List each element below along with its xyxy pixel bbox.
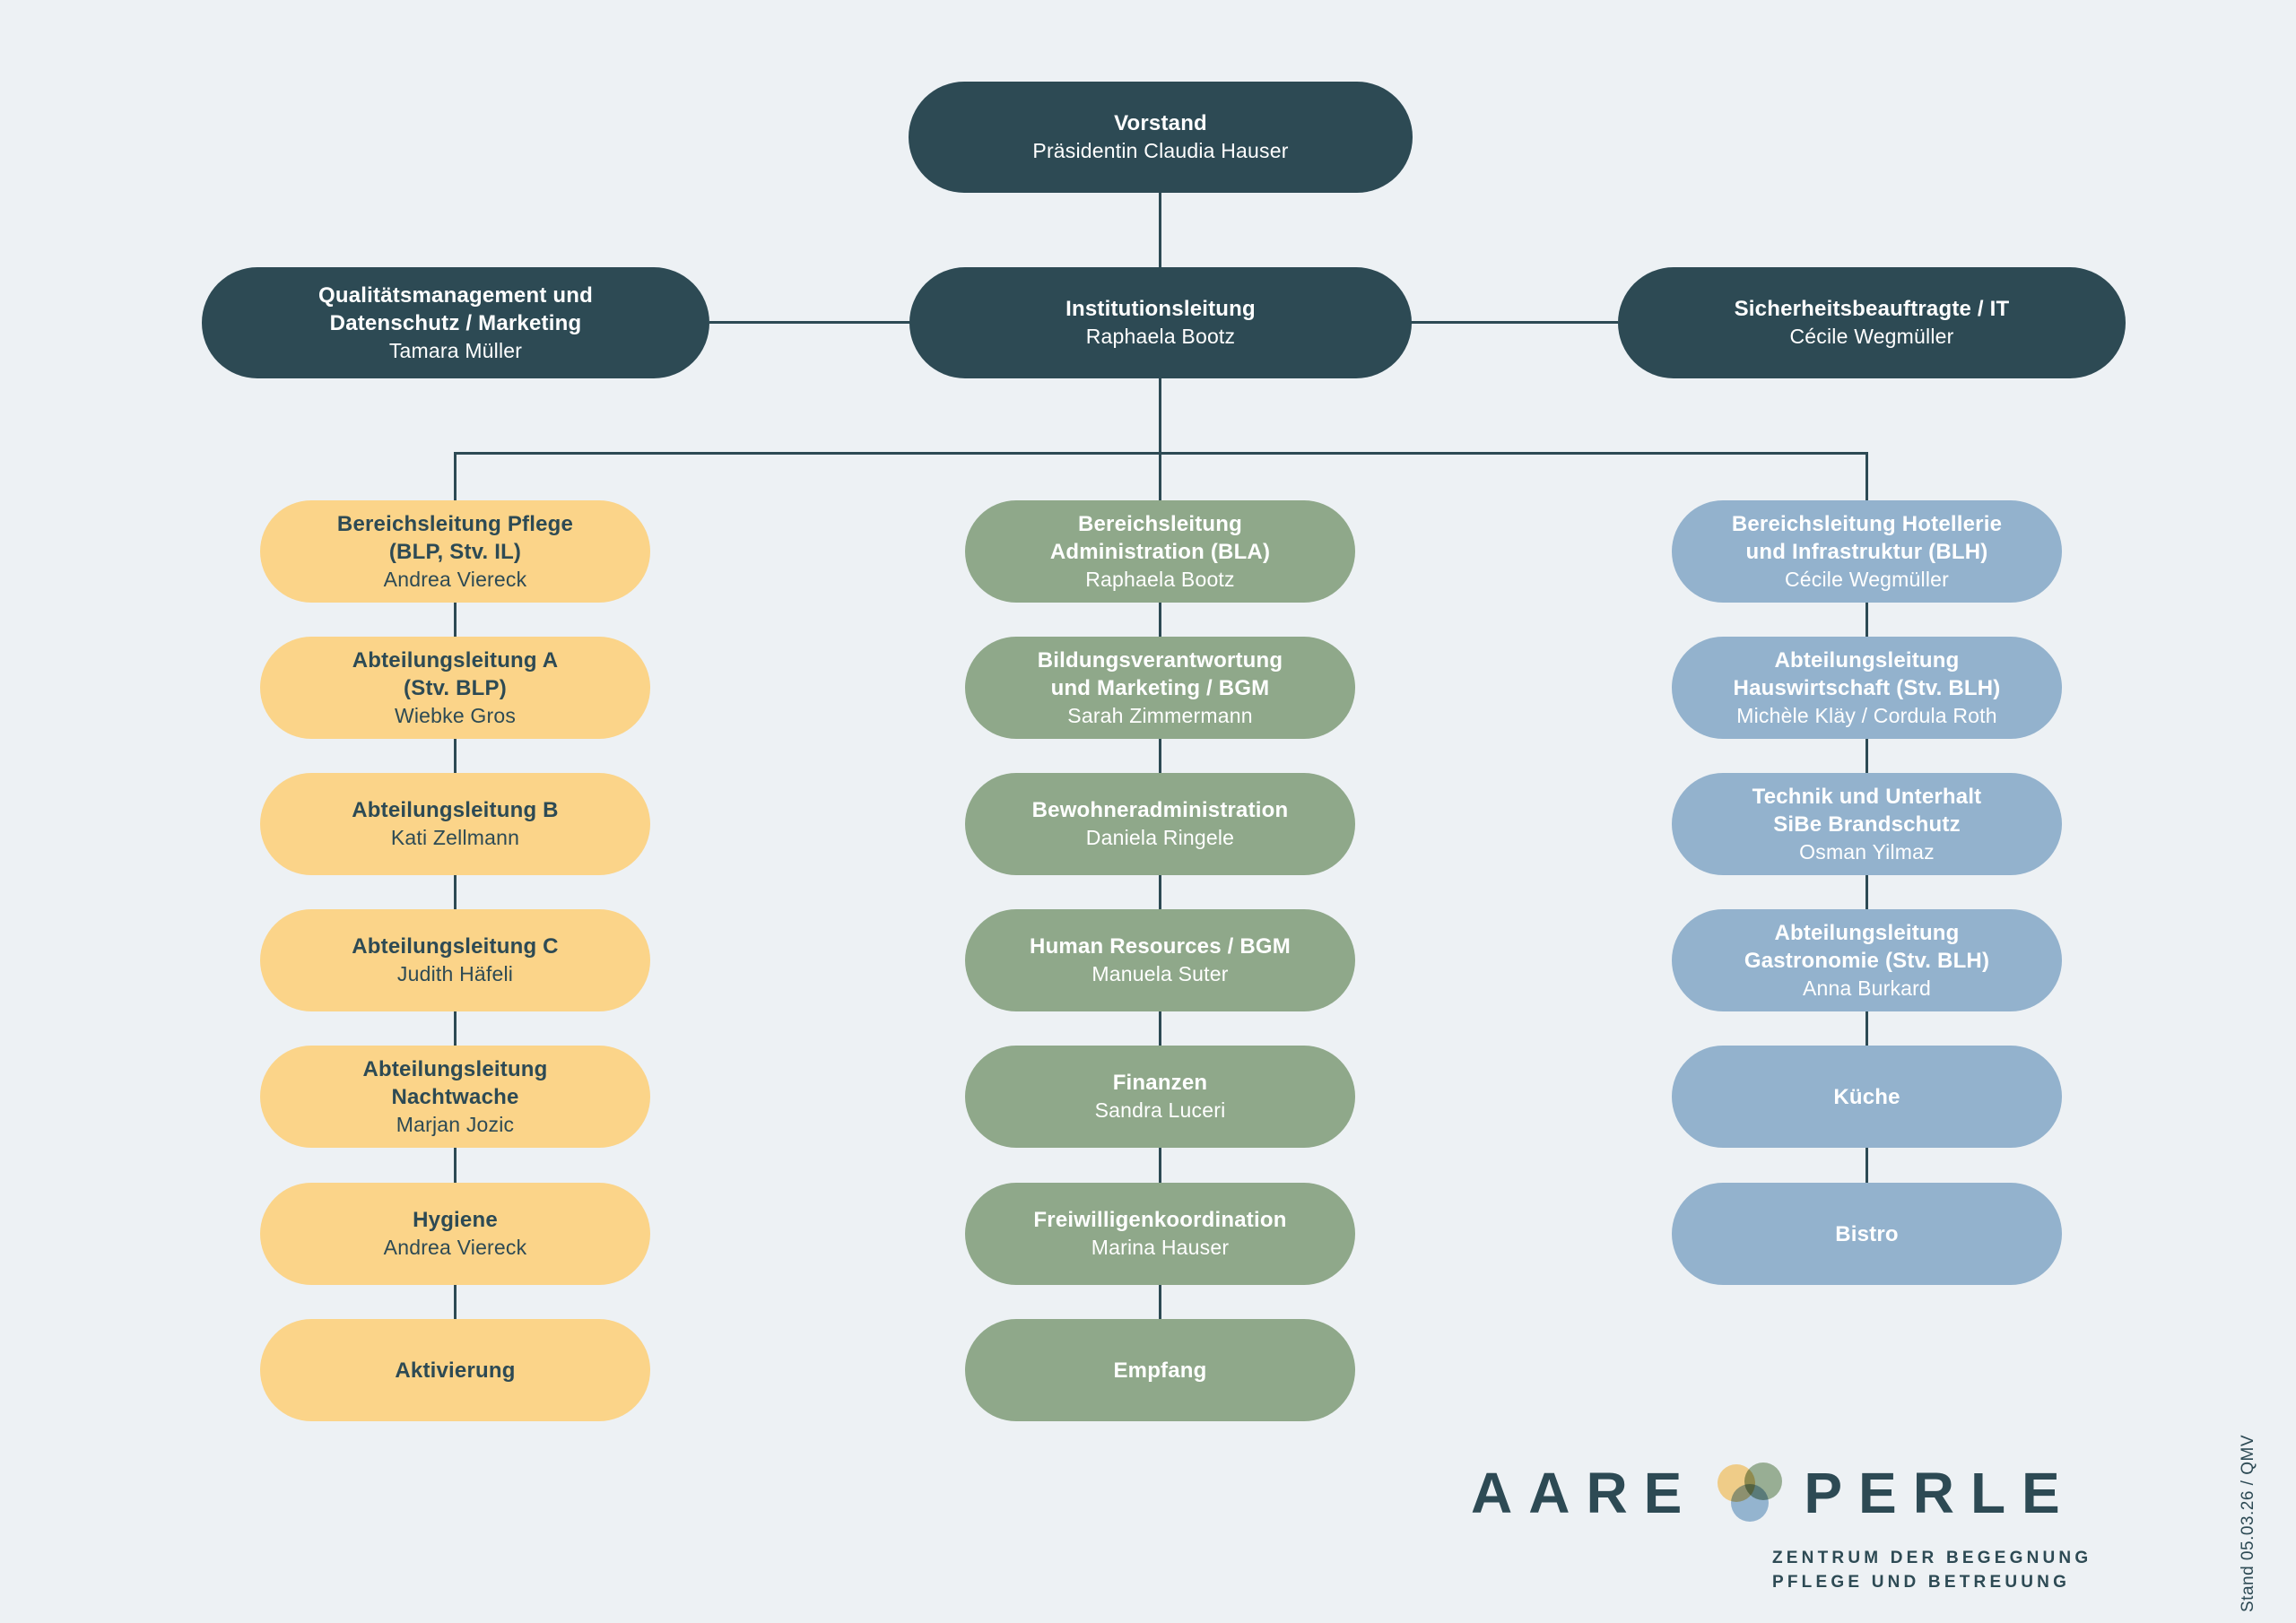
box-person: Cécile Wegmüller bbox=[1785, 567, 1949, 591]
box-title: Abteilungsleitung A (Stv. BLP) bbox=[352, 647, 559, 700]
box-technik-unterhalt: Technik und Unterhalt SiBe Brandschutz O… bbox=[1672, 773, 2062, 875]
box-abteilungsleitung-b: Abteilungsleitung B Kati Zellmann bbox=[260, 773, 650, 875]
connector-vorstand-il bbox=[1159, 193, 1161, 267]
logo-tagline: ZENTRUM DER BEGEGNUNG PFLEGE UND BETREUU… bbox=[1772, 1549, 2092, 1592]
box-sicherheitsbeauftragte: Sicherheitsbeauftragte / IT Cécile Wegmü… bbox=[1618, 267, 2126, 378]
box-title: Vorstand bbox=[1114, 111, 1207, 135]
box-person: Cécile Wegmüller bbox=[1789, 325, 1954, 348]
box-person: Manuela Suter bbox=[1091, 962, 1229, 985]
box-title: Abteilungsleitung C bbox=[352, 934, 559, 959]
box-qualitaetsmanagement: Qualitätsmanagement und Datenschutz / Ma… bbox=[202, 267, 709, 378]
box-title: Bewohneradministration bbox=[1031, 798, 1289, 822]
box-empfang: Empfang bbox=[965, 1319, 1355, 1421]
box-title: Sicherheitsbeauftragte / IT bbox=[1734, 297, 2010, 321]
box-title: Abteilungsleitung B bbox=[352, 798, 559, 822]
box-finanzen: Finanzen Sandra Luceri bbox=[965, 1046, 1355, 1148]
box-abteilungsleitung-a: Abteilungsleitung A (Stv. BLP) Wiebke Gr… bbox=[260, 637, 650, 739]
box-person: Andrea Viereck bbox=[383, 567, 527, 591]
box-kueche: Küche bbox=[1672, 1046, 2062, 1148]
box-person: Michèle Kläy / Cordula Roth bbox=[1736, 703, 1997, 727]
box-title: Finanzen bbox=[1112, 1071, 1208, 1095]
box-person: Daniela Ringele bbox=[1085, 826, 1235, 849]
box-abteilungsleitung-gastronomie: Abteilungsleitung Gastronomie (Stv. BLH)… bbox=[1672, 909, 2062, 1011]
box-title: Human Resources / BGM bbox=[1030, 934, 1291, 959]
box-person: Anna Burkard bbox=[1802, 976, 1932, 1000]
box-title: Institutionsleitung bbox=[1065, 297, 1256, 321]
box-bewohneradministration: Bewohneradministration Daniela Ringele bbox=[965, 773, 1355, 875]
box-title: Freiwilligenkoordination bbox=[1033, 1208, 1287, 1232]
box-person: Osman Yilmaz bbox=[1799, 839, 1935, 864]
box-institutionsleitung: Institutionsleitung Raphaela Bootz bbox=[909, 267, 1412, 378]
box-abteilungsleitung-c: Abteilungsleitung C Judith Häfeli bbox=[260, 909, 650, 1011]
box-person: Wiebke Gros bbox=[394, 703, 517, 727]
box-person: Sandra Luceri bbox=[1094, 1098, 1226, 1122]
box-vorstand: Vorstand Präsidentin Claudia Hauser bbox=[909, 82, 1413, 193]
box-title: Abteilungsleitung Hauswirtschaft (Stv. B… bbox=[1733, 647, 2001, 700]
version-note: Stand 05.03.26 / QMV bbox=[2239, 1434, 2257, 1612]
box-hygiene: Hygiene Andrea Viereck bbox=[260, 1183, 650, 1285]
logo: AARE PERLE ZENTRUM DER BEGEGNUNG PFLEGE … bbox=[1471, 1460, 2092, 1594]
box-person: Sarah Zimmermann bbox=[1067, 703, 1253, 727]
box-freiwilligenkoordination: Freiwilligenkoordination Marina Hauser bbox=[965, 1183, 1355, 1285]
box-person: Präsidentin Claudia Hauser bbox=[1032, 139, 1289, 162]
box-title: Küche bbox=[1833, 1084, 1900, 1109]
box-person: Raphaela Bootz bbox=[1085, 567, 1235, 591]
box-title: Bistro bbox=[1835, 1221, 1899, 1246]
box-person: Marjan Jozic bbox=[396, 1112, 515, 1136]
box-bildungsverantwortung: Bildungsverantwortung und Marketing / BG… bbox=[965, 637, 1355, 739]
box-person: Raphaela Bootz bbox=[1085, 325, 1236, 348]
box-bistro: Bistro bbox=[1672, 1183, 2062, 1285]
box-person: Tamara Müller bbox=[388, 338, 523, 362]
box-title: Bereichsleitung Administration (BLA) bbox=[1049, 511, 1271, 564]
logo-circles-icon bbox=[1718, 1462, 1784, 1523]
box-title: Bereichsleitung Pflege (BLP, Stv. IL) bbox=[336, 511, 574, 564]
box-title: Abteilungsleitung Nachtwache bbox=[362, 1056, 548, 1109]
box-title: Bildungsverantwortung und Marketing / BG… bbox=[1037, 647, 1283, 700]
box-abteilungsleitung-hauswirtschaft: Abteilungsleitung Hauswirtschaft (Stv. B… bbox=[1672, 637, 2062, 739]
logo-wordmark: AARE PERLE bbox=[1471, 1460, 2092, 1526]
box-title: Hygiene bbox=[413, 1208, 498, 1232]
box-title: Aktivierung bbox=[395, 1358, 516, 1383]
box-person: Marina Hauser bbox=[1091, 1236, 1230, 1259]
box-title: Qualitätsmanagement und Datenschutz / Ma… bbox=[318, 282, 593, 335]
box-title: Technik und Unterhalt SiBe Brandschutz bbox=[1752, 784, 1982, 837]
logo-word-aare: AARE bbox=[1471, 1461, 1699, 1525]
box-title: Abteilungsleitung Gastronomie (Stv. BLH) bbox=[1744, 920, 1990, 973]
box-title: Bereichsleitung Hotellerie und Infrastru… bbox=[1731, 511, 2003, 564]
box-person: Andrea Viereck bbox=[383, 1236, 527, 1259]
box-bereichsleitung-hotellerie: Bereichsleitung Hotellerie und Infrastru… bbox=[1672, 500, 2062, 603]
box-bereichsleitung-administration: Bereichsleitung Administration (BLA) Rap… bbox=[965, 500, 1355, 603]
box-aktivierung: Aktivierung bbox=[260, 1319, 650, 1421]
box-person: Judith Häfeli bbox=[396, 962, 514, 985]
logo-word-perle: PERLE bbox=[1804, 1461, 2076, 1525]
box-title: Empfang bbox=[1113, 1358, 1207, 1383]
box-abteilungsleitung-nachtwache: Abteilungsleitung Nachtwache Marjan Jozi… bbox=[260, 1046, 650, 1148]
box-bereichsleitung-pflege: Bereichsleitung Pflege (BLP, Stv. IL) An… bbox=[260, 500, 650, 603]
box-person: Kati Zellmann bbox=[390, 826, 520, 849]
box-human-resources: Human Resources / BGM Manuela Suter bbox=[965, 909, 1355, 1011]
logo-circle-blue bbox=[1731, 1484, 1770, 1522]
